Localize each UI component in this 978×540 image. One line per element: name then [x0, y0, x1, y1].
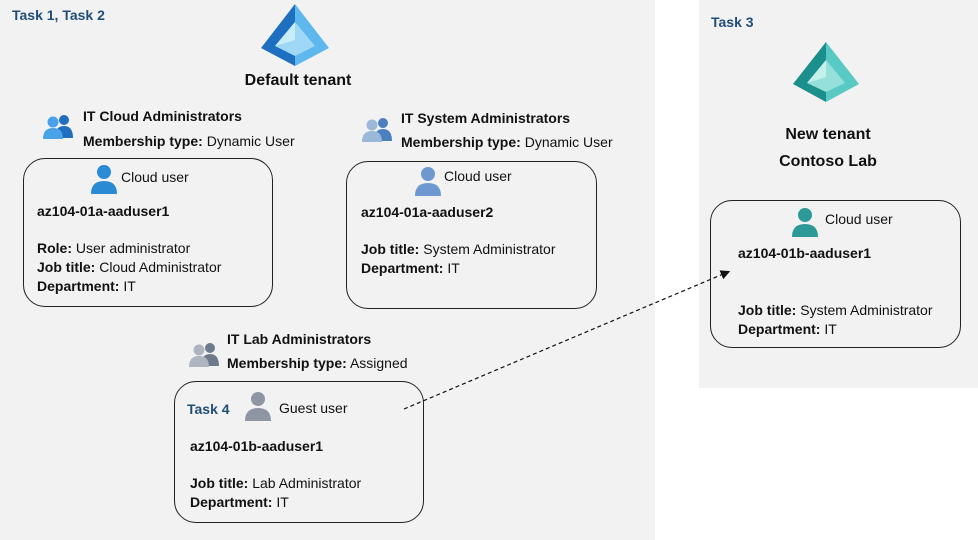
membership-label: Membership type: — [83, 133, 203, 149]
membership-value: Assigned — [349, 355, 408, 371]
user-department: Department: IT — [361, 260, 460, 276]
membership-label: Membership type: — [227, 355, 347, 371]
user-job-title: Job title: System Administrator — [738, 302, 933, 318]
field-label: Department: — [738, 321, 821, 337]
membership-value: Dynamic User — [206, 133, 295, 149]
field-label: Job title: — [190, 475, 249, 491]
task-4-label: Task 4 — [187, 401, 230, 417]
group-icon — [361, 115, 393, 143]
user-job-title: Job title: Cloud Administrator — [37, 259, 221, 275]
field-value: Lab Administrator — [252, 475, 362, 491]
new-tenant-title-line2: Contoso Lab — [779, 153, 877, 170]
user-icon — [90, 163, 118, 195]
user-department: Department: IT — [738, 321, 837, 337]
user-type: Cloud user — [121, 169, 189, 185]
username: az104-01b-aaduser1 — [738, 245, 872, 261]
group-name: IT Lab Administrators — [227, 331, 372, 347]
guest-user-icon — [244, 390, 272, 422]
user-type: Cloud user — [444, 168, 512, 184]
user-job-title: Job title: Lab Administrator — [190, 475, 361, 491]
field-label: Role: — [37, 240, 72, 256]
group-name: IT System Administrators — [401, 110, 571, 126]
user-card: Cloud user az104-01a-aaduser1 Role: User… — [23, 158, 273, 307]
field-value: IT — [824, 321, 837, 337]
user-department: Department: IT — [190, 494, 289, 510]
azure-ad-pyramid-icon — [791, 40, 861, 104]
field-label: Job title: — [361, 241, 420, 257]
field-value: IT — [123, 278, 136, 294]
task-3-label: Task 3 — [711, 14, 754, 30]
field-value: Cloud Administrator — [99, 259, 222, 275]
username: az104-01a-aaduser1 — [37, 203, 170, 219]
field-value: System Administrator — [423, 241, 556, 257]
user-role: Role: User administrator — [37, 240, 190, 256]
task-1-2-label: Task 1, Task 2 — [12, 7, 105, 23]
field-value: IT — [447, 260, 460, 276]
azure-ad-pyramid-icon — [259, 2, 331, 68]
group-membership: Membership type: Assigned — [227, 355, 408, 371]
user-icon — [791, 206, 819, 238]
membership-label: Membership type: — [401, 134, 521, 150]
user-job-title: Job title: System Administrator — [361, 241, 556, 257]
group-membership: Membership type: Dynamic User — [83, 133, 295, 149]
group-icon — [42, 112, 74, 140]
guest-user-card: Task 4 Guest user az104-01b-aaduser1 Job… — [174, 381, 424, 523]
field-value: IT — [276, 494, 289, 510]
membership-value: Dynamic User — [524, 134, 613, 150]
user-type: Cloud user — [825, 211, 893, 227]
group-icon — [188, 340, 220, 368]
user-department: Department: IT — [37, 278, 136, 294]
field-label: Department: — [190, 494, 273, 510]
user-type: Guest user — [279, 400, 348, 416]
new-tenant-title-line1: New tenant — [785, 126, 871, 143]
default-tenant-title: Default tenant — [244, 72, 352, 89]
field-value: User administrator — [75, 240, 191, 256]
field-label: Department: — [37, 278, 120, 294]
field-value: System Administrator — [800, 302, 933, 318]
field-label: Job title: — [738, 302, 797, 318]
user-icon — [414, 165, 442, 197]
user-card: Cloud user az104-01b-aaduser1 Job title:… — [710, 200, 961, 348]
group-name: IT Cloud Administrators — [83, 108, 242, 124]
field-label: Department: — [361, 260, 444, 276]
group-membership: Membership type: Dynamic User — [401, 134, 613, 150]
user-card: Cloud user az104-01a-aaduser2 Job title:… — [346, 161, 597, 309]
username: az104-01b-aaduser1 — [190, 438, 324, 454]
field-label: Job title: — [37, 259, 96, 275]
username: az104-01a-aaduser2 — [361, 204, 494, 220]
